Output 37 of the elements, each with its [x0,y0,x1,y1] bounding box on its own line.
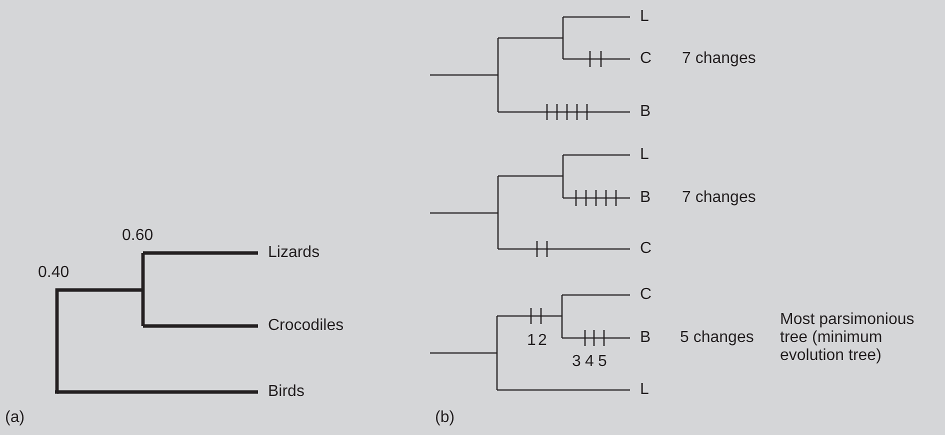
taxon-label: C [640,240,652,257]
taxon-label: B [640,329,651,346]
tree-branch [497,389,630,391]
taxon-label: Birds [268,383,304,400]
tree-branch [562,337,630,339]
tree-branch [563,154,630,156]
tree-branch [562,294,630,296]
taxon-label: B [640,103,651,120]
tree-branch [563,58,630,60]
tree-branch [563,16,630,18]
tree-branch [57,390,258,394]
panel-label: (a) [5,409,25,427]
tick-number: 5 [598,353,607,371]
branch-length: 0.40 [38,264,70,282]
tree-note: Most parsimonious tree (minimum evolution tree) [780,311,916,365]
panel-label: (b) [435,409,455,427]
branch-length: 0.60 [122,227,154,245]
tree-branch [563,197,630,199]
change-count: 5 changes [680,329,754,347]
taxon-label: B [640,189,651,206]
tick-number: 2 [538,332,547,350]
taxon-label: C [640,286,652,303]
taxon-label: Lizards [268,244,320,261]
tick-number: 3 [572,353,581,371]
taxon-label: L [640,8,649,25]
tick-number: 1 [527,332,536,350]
taxon-label: Crocodiles [268,317,344,334]
change-count: 7 changes [682,189,756,207]
change-count: 7 changes [682,50,756,68]
tree-branch [143,251,258,255]
tree-branch [498,248,630,250]
taxon-label: L [640,381,649,398]
tree-branch [143,324,258,328]
taxon-label: C [640,50,652,67]
tick-number: 4 [585,353,594,371]
tree-branch [498,111,630,113]
taxon-label: L [640,146,649,163]
